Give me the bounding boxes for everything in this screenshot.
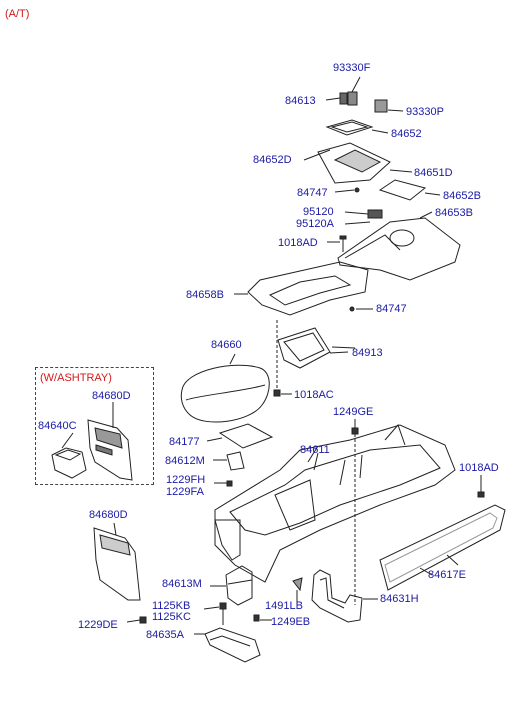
label-1491lb: 1491LB: [265, 600, 303, 612]
part-84680d-ashtray-cover: [87, 402, 133, 481]
label-84635a: 84635A: [146, 629, 184, 641]
label-1125kb: 1125KB: [152, 600, 191, 612]
screw-1249ge: [351, 419, 359, 605]
label-1249ge: 1249GE: [333, 406, 374, 418]
label-84617e: 84617E: [428, 569, 466, 581]
label-84177: 84177: [169, 436, 200, 448]
label-1229fh: 1229FH: [166, 474, 206, 486]
label-1018ad-top: 1018AD: [278, 237, 318, 249]
label-95120a: 95120A: [296, 218, 334, 230]
label-84913: 84913: [352, 347, 383, 359]
part-84177-pad: [206, 423, 274, 449]
part-84913-box: [277, 327, 349, 369]
part-84651d-tray: [303, 142, 413, 193]
part-84653b-cover: [337, 211, 461, 281]
label-84651d: 84651D: [414, 167, 453, 179]
part-95120: [344, 209, 383, 225]
label-84680d-box: 84680D: [92, 390, 131, 402]
part-84612m: [213, 451, 245, 471]
label-95120: 95120: [303, 206, 334, 218]
label-1018ad-right: 1018AD: [459, 462, 499, 474]
label-84611: 84611: [300, 444, 330, 456]
label-84660: 84660: [211, 339, 242, 351]
label-84680d: 84680D: [89, 509, 128, 521]
clip-1491lb: [292, 577, 303, 605]
label-84640c: 84640C: [38, 420, 77, 432]
label-1249eb: 1249EB: [271, 616, 311, 628]
label-93330p: 93330P: [406, 106, 444, 118]
label-84747-top: 84747: [297, 187, 328, 199]
part-84611-console: [214, 424, 456, 583]
part-84652-lid: [325, 119, 389, 136]
label-84658b: 84658B: [186, 289, 224, 301]
label-84652d: 84652D: [253, 154, 292, 166]
label-84613: 84613: [285, 95, 316, 107]
switch-93330f: [325, 76, 404, 113]
label-84652b: 84652B: [443, 190, 481, 202]
screw-1229de: [126, 616, 147, 624]
part-84658b-bezel: [234, 261, 373, 316]
label-84747-mid: 84747: [376, 303, 407, 315]
part-84631h-bracket: [311, 569, 378, 623]
header-label: (A/T): [5, 8, 30, 20]
label-1229de: 1229DE: [78, 619, 118, 631]
ashtray-box-title: (W/ASHTRAY): [40, 372, 112, 384]
label-84653b: 84653B: [435, 207, 473, 219]
label-1229fa: 1229FA: [166, 486, 204, 498]
label-1018ac: 1018AC: [294, 389, 334, 401]
part-84617e-panel: [379, 504, 506, 591]
label-84652: 84652: [391, 128, 422, 140]
part-84652b: [378, 179, 427, 201]
ashtray-variant-box: [35, 367, 154, 485]
label-93330f: 93330F: [333, 62, 371, 74]
bolt-1249eb: [253, 614, 272, 622]
part-84635a: [194, 627, 261, 663]
label-84613m: 84613M: [162, 578, 202, 590]
screw-1018ad-top: [327, 235, 347, 252]
part-84640c-ashtray: [51, 432, 87, 479]
label-84631h: 84631H: [380, 593, 419, 605]
part-84680d-cover: [93, 522, 141, 601]
label-1125kc: 1125KC: [152, 611, 191, 623]
part-84613m: [210, 565, 253, 606]
bolt-1125kb: [203, 602, 227, 625]
screw-1018ad-right: [477, 475, 485, 498]
part-84660-armrest: [180, 353, 270, 423]
label-84612m: 84612M: [165, 455, 205, 467]
